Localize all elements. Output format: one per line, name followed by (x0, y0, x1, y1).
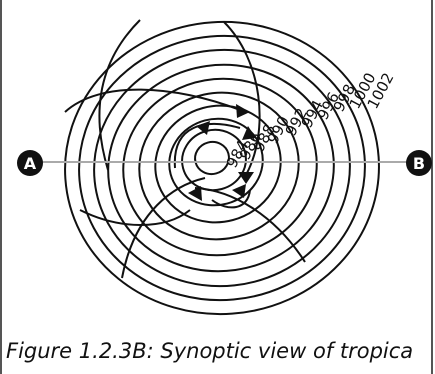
arrowhead (236, 104, 250, 118)
isobar-ring (107, 63, 335, 273)
marker-a-label: A (24, 154, 37, 173)
marker-b-label: B (413, 154, 425, 173)
arrowhead (238, 172, 254, 184)
isobar-ring (78, 34, 366, 302)
isobar-ring (93, 48, 351, 288)
isobar-ring (122, 77, 318, 257)
isobar-ring (154, 104, 282, 224)
marker-b: B (406, 150, 432, 176)
spiral-arm (64, 88, 241, 113)
isobar-ring (168, 117, 264, 207)
spiral-arm (194, 187, 306, 263)
figure-caption: Figure 1.2.3B: Synoptic view of tropica (6, 339, 414, 363)
pressure-system-diagram: 984 986 988 990 992 994 996 998 1000 100… (17, 19, 432, 316)
flow-arrowheads (188, 104, 256, 201)
isobar-ring (64, 20, 380, 316)
spiral-arm (173, 122, 241, 169)
spiral-arm (98, 19, 141, 171)
arrowhead (196, 121, 210, 135)
arrowhead (188, 186, 202, 201)
marker-b-circle (406, 150, 432, 176)
marker-a-circle (17, 150, 43, 176)
spiral-arm (121, 177, 206, 279)
inflow-spiral-arms (64, 19, 306, 279)
isobar-rings (64, 20, 380, 316)
arrowhead (242, 126, 256, 140)
spiral-arm (223, 21, 261, 176)
spiral-arm (211, 189, 251, 209)
arrowhead (232, 184, 246, 198)
spiral-arm (79, 209, 191, 226)
isobar-ring (138, 91, 300, 241)
marker-a: A (17, 150, 43, 176)
